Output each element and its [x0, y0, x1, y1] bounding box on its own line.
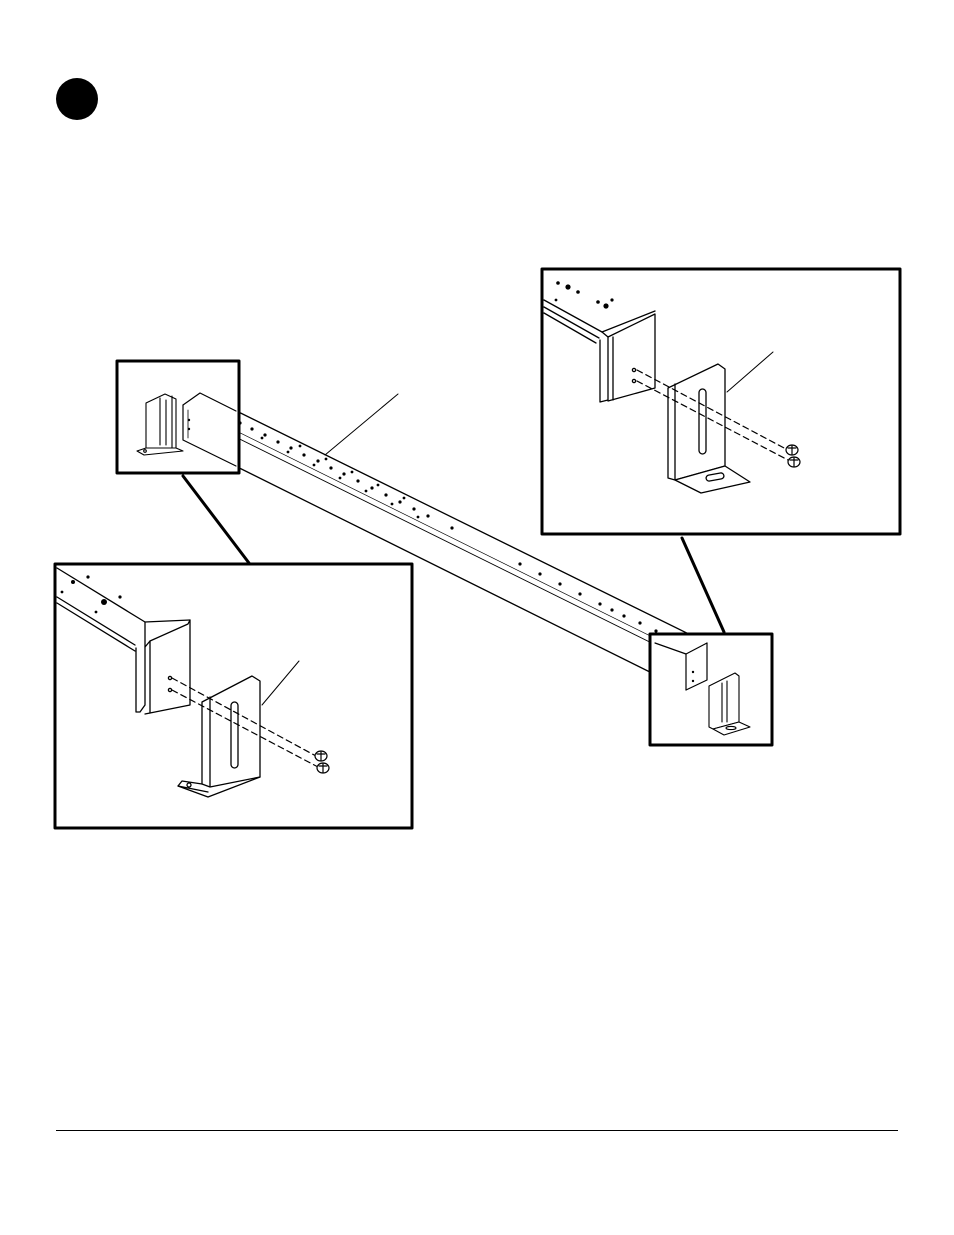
callout-right-end: [650, 634, 772, 745]
screw-icon: [315, 751, 327, 761]
callout-left-end: [117, 361, 239, 473]
screw-icon: [786, 445, 798, 455]
screw-icon: [788, 457, 800, 467]
footer-divider: [56, 1130, 898, 1131]
rail-leader-line: [325, 394, 398, 455]
zoom-panel-left: [55, 564, 412, 828]
screw-icon: [317, 763, 329, 773]
zoom-panel-right: [542, 269, 900, 534]
connector-right: [682, 538, 724, 632]
connector-left: [183, 476, 249, 563]
